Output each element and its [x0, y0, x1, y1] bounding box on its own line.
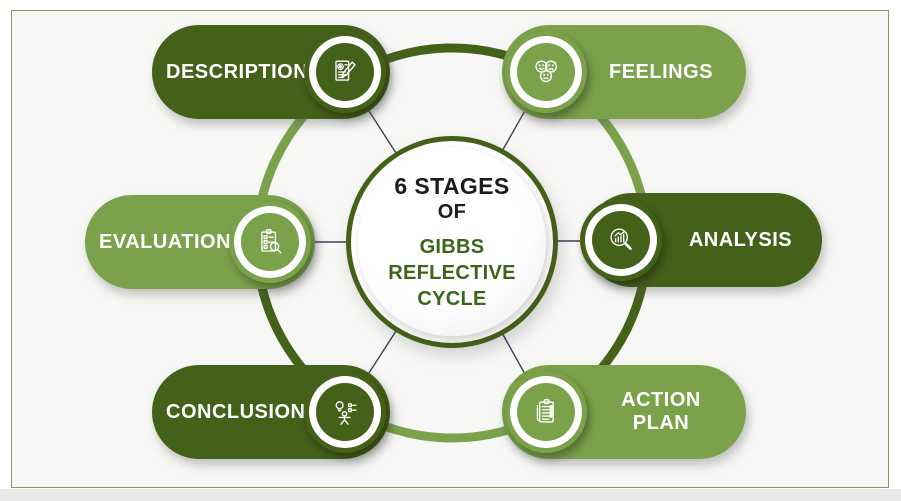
badge-core	[316, 43, 374, 101]
connector-description	[366, 107, 399, 157]
stage-label-conclusion: CONCLUSION	[166, 400, 306, 423]
stage-badge-action-plan	[505, 371, 587, 453]
stage-badge-analysis	[580, 199, 662, 281]
title-line-1: 6 STAGES	[394, 172, 510, 199]
chart-magnifier-icon	[610, 228, 632, 250]
stage-label-description: DESCRIPTION	[166, 60, 309, 83]
stage-badge-description	[304, 31, 386, 113]
badge-core	[592, 211, 650, 269]
stage-label-analysis: ANALYSIS	[688, 228, 793, 251]
stage-label-feelings: FEELINGS	[608, 60, 713, 83]
stage-badge-conclusion	[304, 371, 386, 453]
stage-label-action-plan: ACTION PLAN	[621, 389, 701, 434]
clipboard-magnifier-icon	[261, 229, 282, 254]
badge-core	[316, 383, 374, 441]
title-line-2: OF	[437, 201, 467, 224]
connector-feelings	[500, 108, 527, 154]
stage-badge-evaluation	[229, 201, 311, 283]
bottom-strip	[0, 489, 901, 501]
idea-person-checklist-icon	[335, 401, 357, 425]
center-circle: 6 STAGES OF GIBBS REFLECTIVE CYCLE	[346, 136, 558, 348]
connector-conclusion	[366, 327, 399, 377]
stage-label-evaluation: EVALUATION	[99, 230, 232, 253]
emotion-faces-icon	[535, 60, 558, 83]
badge-core	[241, 213, 299, 271]
badge-core	[517, 43, 575, 101]
center-circle-face: 6 STAGES OF GIBBS REFLECTIVE CYCLE	[358, 148, 546, 336]
document-pencil-icon	[335, 60, 356, 81]
checklist-clipboard-icon	[536, 399, 554, 423]
title-line-4: CYCLE	[417, 288, 487, 311]
badge-core	[517, 383, 575, 441]
stage-badge-feelings	[505, 31, 587, 113]
connector-action-plan	[500, 330, 527, 377]
title-line-3: GIBBS REFLECTIVE	[388, 236, 516, 285]
